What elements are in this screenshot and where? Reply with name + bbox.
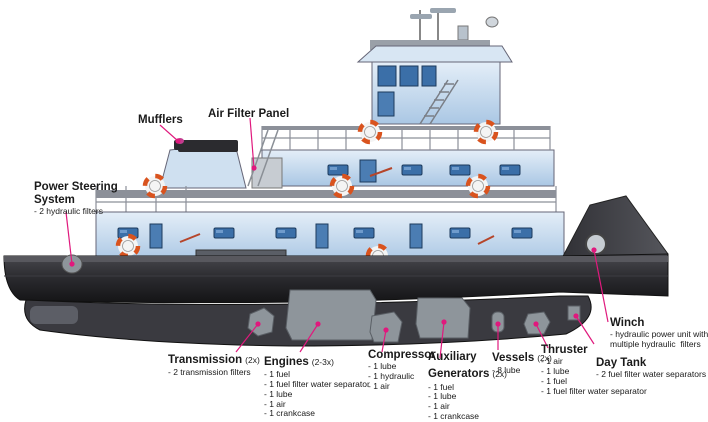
engines-detail-1: - 1 fuel	[264, 369, 290, 380]
wheelhouse	[356, 40, 513, 125]
aux-generators-detail-2: - 1 lube	[428, 391, 457, 402]
compressor-unit	[369, 311, 403, 343]
vessels-detail: - 8 lube	[492, 365, 521, 376]
label-thruster: Thruster - 1 air - 1 lube - 1 fuel - 1 f…	[541, 344, 647, 396]
compressor-title: Compressor	[368, 349, 436, 361]
winch-title: Winch	[610, 317, 645, 329]
power-steering-title-line2: System	[34, 194, 75, 207]
main-deck	[95, 186, 565, 265]
callout-lines	[65, 117, 609, 359]
mast-antennas	[410, 8, 499, 41]
aux-generators-detail-4: - 1 crankcase	[428, 410, 480, 421]
hull	[3, 253, 669, 304]
label-transmission: Transmission(2x) - 2 transmission filter…	[168, 350, 260, 378]
vessels-title: Vessels	[492, 352, 535, 364]
compressor-detail-2: - 1 hydraulic	[368, 370, 415, 381]
engines-detail-4: - 1 air	[264, 398, 286, 409]
day-tank-detail: - 2 fuel filter water separators	[596, 369, 707, 380]
upper-deck	[261, 126, 555, 187]
winch-detail-1: - hydraulic power unit with	[610, 329, 708, 340]
label-auxiliary-generators: Auxiliary Generators(2x) - 1 fuel - 1 lu…	[428, 351, 507, 422]
label-air-filter-panel: Air Filter Panel	[208, 108, 289, 121]
label-day-tank: Day Tank - 2 fuel filter water separator…	[596, 357, 706, 380]
transmission-detail: - 2 transmission filters	[168, 367, 251, 378]
engines-detail-2: - 1 fuel filter water separator	[264, 379, 370, 390]
label-vessels: Vessels(2x) - 8 lube	[492, 348, 552, 376]
transmission-qty: (2x)	[245, 355, 260, 365]
tugboat-diagram: Mufflers Air Filter Panel Power Steering…	[3, 8, 708, 421]
label-mufflers: Mufflers	[138, 114, 183, 127]
label-winch: Winch - hydraulic power unit with multip…	[610, 317, 708, 350]
air-filter-panel-title: Air Filter Panel	[208, 108, 290, 120]
day-tank-title: Day Tank	[596, 357, 647, 369]
mufflers-title: Mufflers	[138, 114, 183, 126]
vessels-qty: (2x)	[537, 353, 552, 363]
engine-block	[285, 289, 377, 341]
generator-unit	[415, 297, 471, 339]
power-steering-title-line1: Power Steering	[34, 181, 118, 193]
day-tank-unit	[567, 305, 581, 321]
power-steering-detail: - 2 hydraulic filters	[34, 206, 103, 217]
thruster-detail-1: - 1 air	[541, 356, 563, 367]
aux-generators-title-line2: Generators	[428, 368, 490, 381]
engines-title: Engines	[264, 356, 309, 368]
compressor-detail-1: - 1 lube	[368, 361, 397, 372]
engines-detail-3: - 1 lube	[264, 388, 293, 399]
thruster-detail-4: - 1 fuel filter water separator	[541, 385, 647, 396]
transmission-title: Transmission	[168, 354, 243, 366]
compressor-detail-3: - 1 air	[368, 380, 390, 391]
aux-generators-detail-3: - 1 air	[428, 401, 450, 412]
stairs	[419, 79, 459, 125]
label-compressor: Compressor - 1 lube - 1 hydraulic - 1 ai…	[368, 349, 436, 392]
aux-generators-qty: (2x)	[492, 369, 507, 380]
label-power-steering: Power Steering System - 2 hydraulic filt…	[34, 181, 118, 217]
thruster-title: Thruster	[541, 344, 588, 356]
thruster-detail-2: - 1 lube	[541, 365, 570, 376]
label-engines: Engines(2-3x) - 1 fuel - 1 fuel filter w…	[264, 352, 370, 419]
aux-generators-title-line1: Auxiliary	[428, 351, 477, 363]
tugboat-illustration	[3, 8, 669, 359]
aux-generators-detail-1: - 1 fuel	[428, 381, 454, 392]
engines-qty: (2-3x)	[311, 357, 334, 367]
engines-detail-5: - 1 crankcase	[264, 408, 316, 419]
thruster-detail-3: - 1 fuel	[541, 375, 567, 386]
winch-detail-2: multiple hydraulic filters	[610, 338, 701, 349]
